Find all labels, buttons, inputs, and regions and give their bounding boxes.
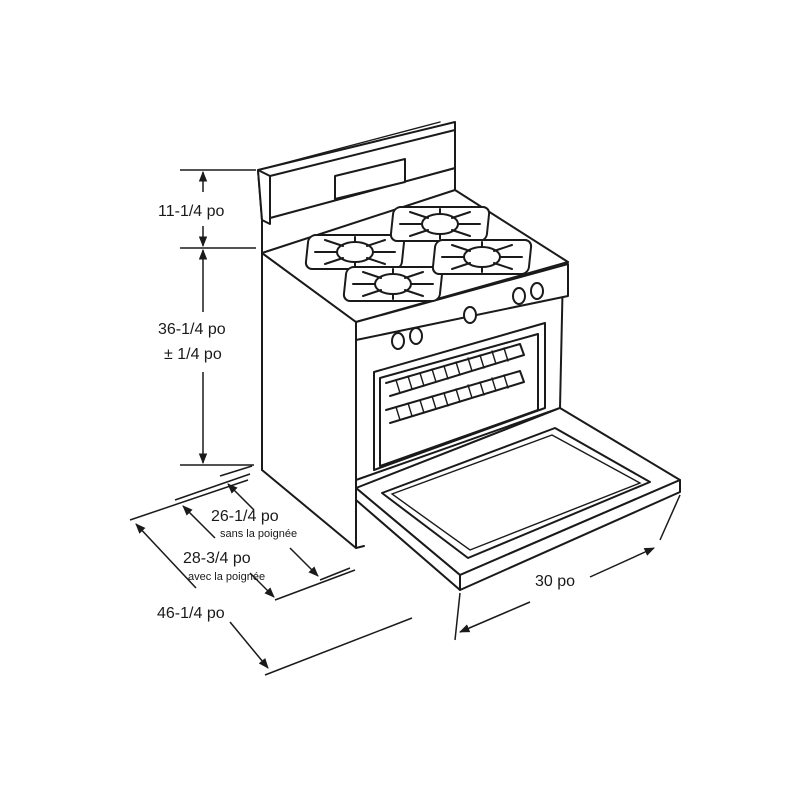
label-depth-door-open: 46-1/4 po bbox=[157, 605, 225, 622]
knob-3 bbox=[463, 306, 477, 324]
knob-2 bbox=[409, 327, 423, 345]
oven-rack-lower bbox=[385, 370, 525, 424]
knob-1 bbox=[391, 332, 405, 350]
oven-door-open bbox=[355, 407, 681, 591]
dimension-labels: 11-1/4 po 36-1/4 po ± 1/4 po 26-1/4 po s… bbox=[157, 203, 575, 622]
knob-4 bbox=[512, 287, 526, 305]
oven-cavity bbox=[373, 322, 546, 471]
label-width: 30 po bbox=[535, 573, 575, 590]
label-depth-with-handle: 28-3/4 po bbox=[183, 550, 251, 567]
display-window bbox=[334, 158, 406, 200]
label-cooktop-height-tolerance: ± 1/4 po bbox=[164, 346, 222, 363]
backguard bbox=[257, 121, 456, 225]
label-cooktop-height: 36-1/4 po bbox=[158, 321, 226, 338]
oven-door-window bbox=[381, 427, 651, 559]
burner-grates bbox=[304, 206, 533, 302]
dimension-lines bbox=[129, 169, 681, 676]
burner-back-right bbox=[389, 206, 491, 242]
knob-5 bbox=[530, 282, 544, 300]
burner-front-right bbox=[431, 239, 533, 275]
burner-back-left bbox=[304, 234, 406, 270]
burner-front-left bbox=[342, 266, 444, 302]
label-backguard-height: 11-1/4 po bbox=[158, 203, 225, 220]
label-depth-without-handle: 26-1/4 po bbox=[211, 508, 279, 525]
oven-rack-upper bbox=[385, 343, 525, 397]
label-depth-without-handle-note: sans la poignée bbox=[220, 528, 297, 540]
cooktop bbox=[261, 167, 569, 341]
control-knobs bbox=[391, 282, 544, 350]
label-depth-with-handle-note: avec la poignée bbox=[188, 571, 265, 583]
